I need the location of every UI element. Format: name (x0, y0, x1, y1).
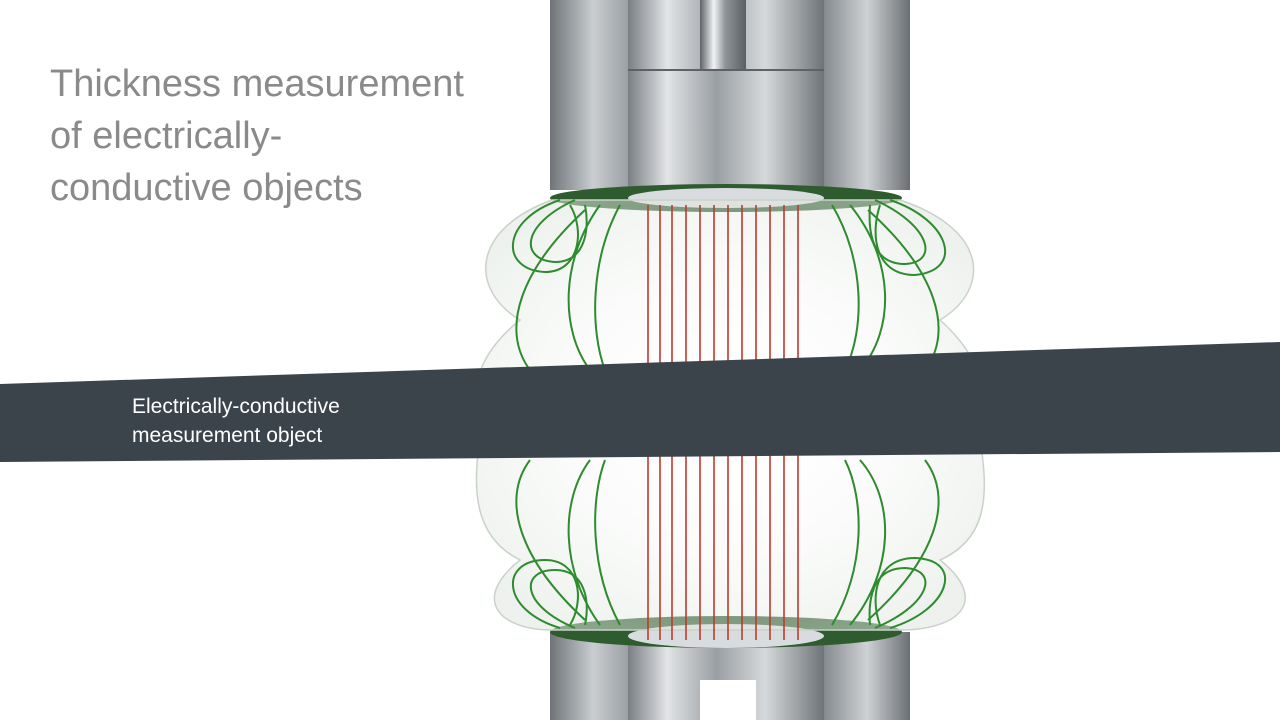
object-label-line-2: measurement object (132, 424, 323, 447)
object-label-line-1: Electrically-conductive (132, 395, 340, 418)
measurement-object-band (0, 342, 1280, 462)
upper-probe (550, 0, 910, 212)
measurement-object-label: Electrically-conductive measurement obje… (132, 392, 340, 450)
lower-probe (550, 616, 910, 720)
slide-title: Thickness measurement of electrically- c… (50, 58, 550, 214)
title-line-3: conductive objects (50, 167, 363, 209)
title-line-1: Thickness measurement (50, 63, 464, 105)
title-line-2: of electrically- (50, 115, 283, 157)
